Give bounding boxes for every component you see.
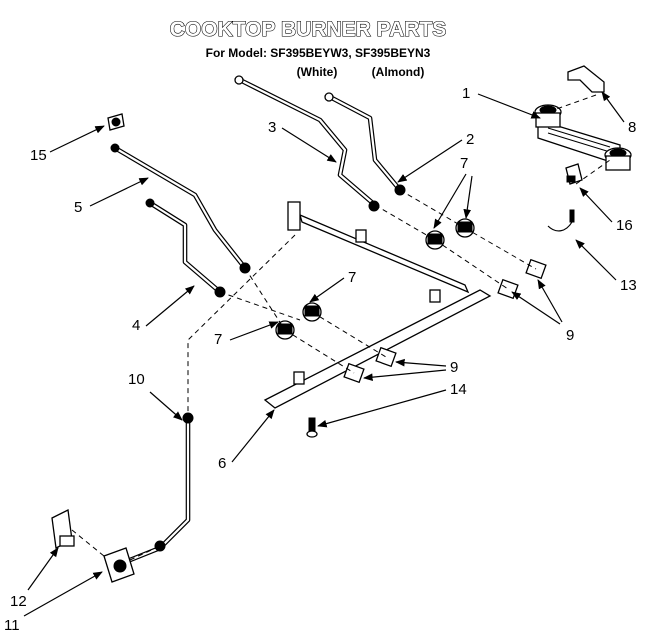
callout-12: 12 — [10, 593, 27, 610]
callout-2: 2 — [466, 131, 474, 148]
manifold-bracket — [263, 201, 492, 409]
callout-16: 16 — [616, 217, 633, 234]
callout-13: 13 — [620, 277, 637, 294]
callout-3: 3 — [268, 119, 276, 136]
callout-10: 10 — [128, 371, 145, 388]
callout-14: 14 — [450, 381, 467, 398]
callout-1: 1 — [462, 85, 470, 102]
callout-6: 6 — [218, 455, 226, 472]
variant-almond: (Almond) — [372, 65, 425, 79]
burner-clip — [565, 163, 583, 185]
burner-tube-5 — [110, 143, 251, 274]
burner-screw — [547, 209, 575, 232]
screw-14 — [306, 417, 318, 438]
regulator-bracket — [51, 509, 75, 549]
callout-8: 8 — [628, 119, 636, 136]
model-line: For Model: SF395BEYW3, SF395BEYN3 — [206, 46, 431, 60]
callout-9-b: 9 — [450, 359, 458, 376]
callout-7-c: 7 — [214, 331, 222, 348]
burner-tube-4 — [145, 198, 226, 298]
knob-insert-9c — [375, 346, 397, 368]
callout-5: 5 — [74, 199, 82, 216]
callout-7-a: 7 — [460, 155, 468, 172]
burner-tube-3 — [234, 75, 380, 212]
orifice-spud — [107, 113, 125, 131]
callout-15: 15 — [30, 147, 47, 164]
diagram-title: COOKTOP BURNER PARTS — [170, 18, 447, 41]
burner-base-assembly — [534, 104, 632, 171]
callout-7-b: 7 — [348, 269, 356, 286]
mounting-bracket — [567, 65, 605, 93]
assembly-guides — [71, 94, 611, 561]
variant-white: (White) — [297, 65, 338, 79]
burner-tube-2 — [324, 92, 406, 196]
pressure-regulator — [103, 547, 135, 583]
callout-9-a: 9 — [566, 327, 574, 344]
callout-11: 11 — [4, 617, 20, 634]
supply-tube — [127, 412, 194, 563]
knob-insert-9b — [497, 278, 519, 300]
callout-leaders — [23, 91, 625, 617]
callout-4: 4 — [132, 317, 140, 334]
